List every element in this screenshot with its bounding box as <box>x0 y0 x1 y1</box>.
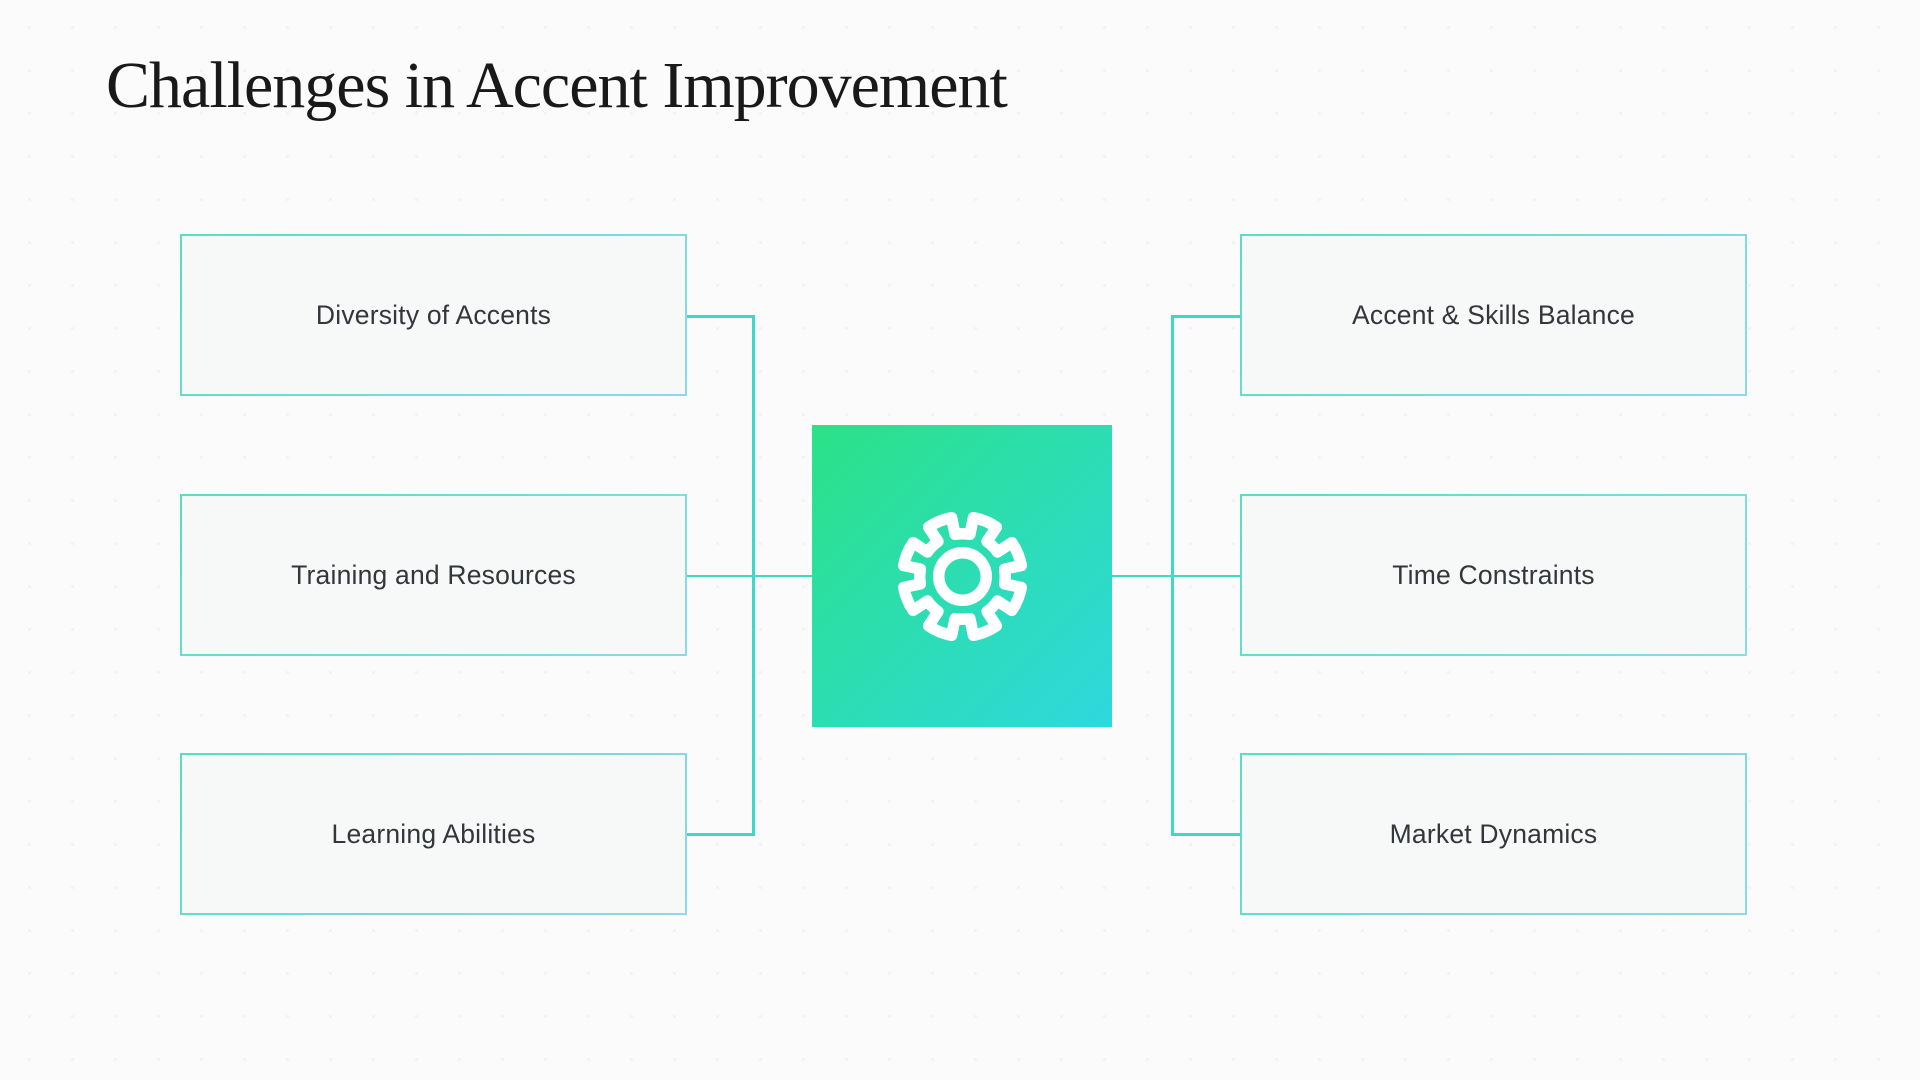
connector-left-row2 <box>687 574 813 577</box>
connector-right-row1 <box>1171 315 1241 318</box>
node-time-constraints: Time Constraints <box>1240 494 1747 656</box>
node-label: Diversity of Accents <box>315 299 552 330</box>
node-label: Time Constraints <box>1392 559 1595 590</box>
gear-icon <box>897 511 1027 641</box>
node-label: Market Dynamics <box>1389 818 1598 849</box>
node-label: Accent & Skills Balance <box>1352 299 1635 330</box>
node-diversity-of-accents: Diversity of Accents <box>180 234 687 396</box>
node-label: Learning Abilities <box>331 818 536 849</box>
center-gradient-square <box>812 425 1112 727</box>
connector-left-row3 <box>687 833 753 836</box>
page-title: Challenges in Accent Improvement <box>106 49 1008 122</box>
connector-right-row2 <box>1112 574 1241 577</box>
node-learning-abilities: Learning Abilities <box>180 753 687 915</box>
connector-right-row3 <box>1171 833 1241 836</box>
node-market-dynamics: Market Dynamics <box>1240 753 1747 915</box>
connector-left-row1 <box>687 315 753 318</box>
node-accent-skills-balance: Accent & Skills Balance <box>1240 234 1747 396</box>
node-label: Training and Resources <box>291 559 576 590</box>
node-training-and-resources: Training and Resources <box>180 494 687 656</box>
